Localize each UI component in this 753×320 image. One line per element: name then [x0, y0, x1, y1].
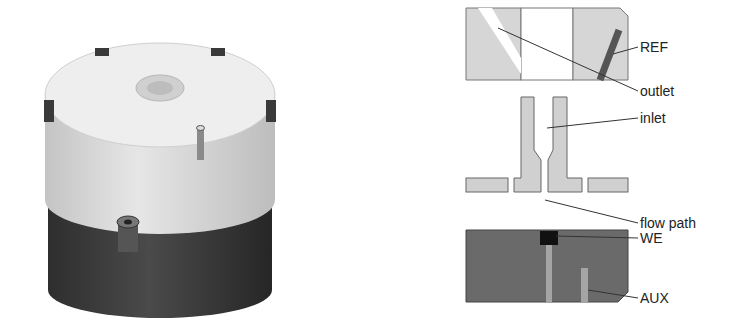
spacer — [466, 178, 508, 192]
part-label: inlet — [640, 110, 666, 126]
outlet-channel — [478, 8, 521, 74]
screw-head — [117, 216, 139, 228]
notch — [95, 48, 109, 56]
notch — [266, 100, 276, 122]
spacer — [588, 178, 628, 192]
part-label: AUX — [640, 290, 669, 306]
top-block-right — [573, 8, 628, 80]
working-electrode — [540, 231, 558, 245]
threaded-hole — [136, 75, 184, 101]
leader-line — [588, 290, 638, 298]
notch — [211, 48, 225, 56]
part-label: outlet — [640, 83, 674, 99]
part-label: REF — [640, 39, 668, 55]
pin-top — [197, 126, 205, 131]
part-label: flow path — [640, 215, 696, 231]
top-block-center — [521, 8, 573, 80]
leader-line — [547, 118, 638, 128]
reference-electrode — [600, 30, 619, 80]
cap-top — [45, 43, 275, 147]
part-label: WE — [640, 230, 663, 246]
reference-pin — [197, 128, 204, 160]
top-block-left — [466, 8, 521, 80]
leader-line — [613, 47, 638, 54]
notch — [44, 100, 54, 122]
leader-line — [545, 200, 638, 223]
screw-socket — [124, 220, 132, 225]
we-contact — [546, 245, 552, 302]
leader-line — [556, 236, 638, 238]
electrode-block — [466, 230, 628, 302]
aux-electrode — [581, 268, 588, 302]
hole-inner — [147, 81, 173, 95]
inlet-wall — [514, 97, 541, 192]
inlet-wall — [548, 97, 582, 192]
leader-line — [498, 28, 638, 91]
